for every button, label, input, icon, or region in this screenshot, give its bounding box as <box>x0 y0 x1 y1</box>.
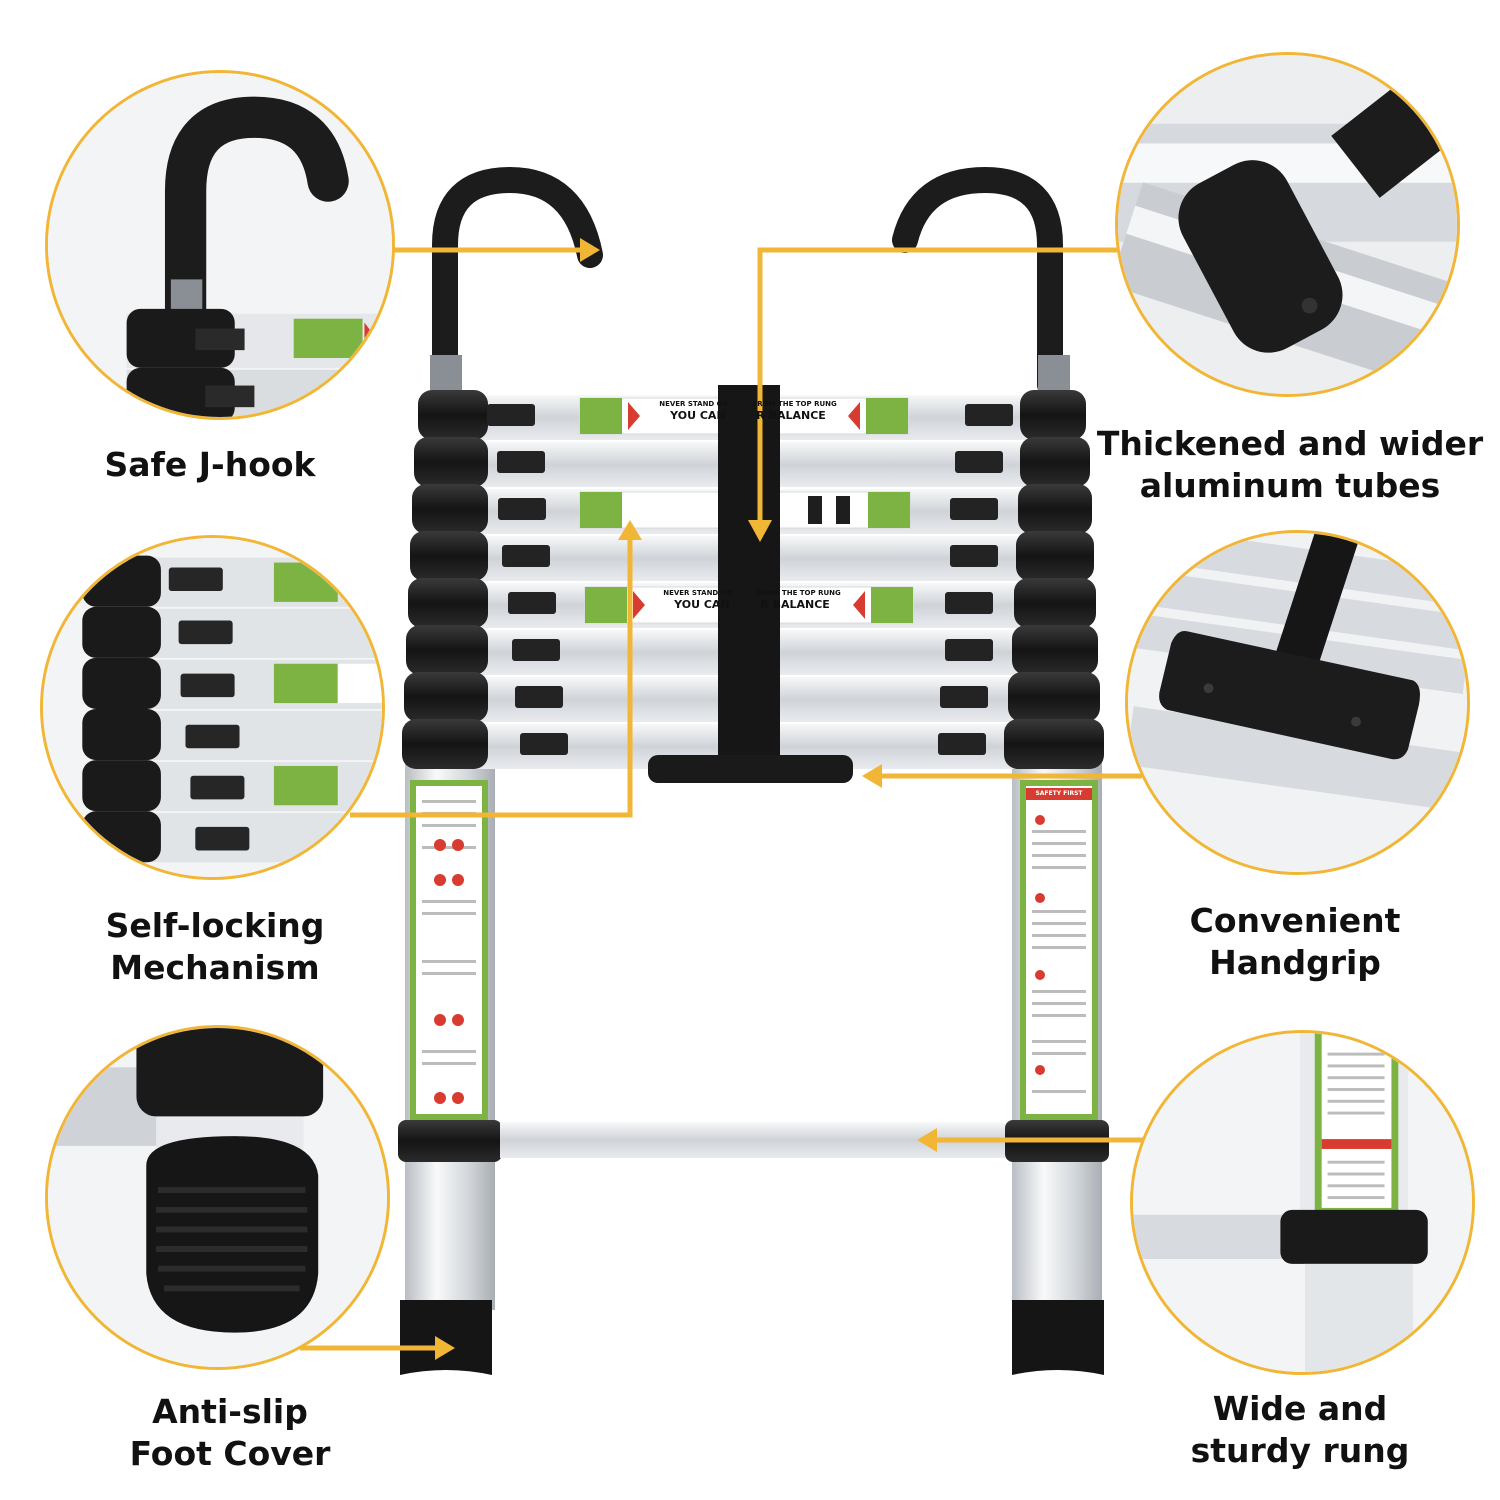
callout-rung <box>1130 1030 1475 1375</box>
handgrip <box>648 755 853 783</box>
label-aluminum-tubes: Thickened and wider aluminum tubes <box>1096 424 1484 505</box>
sticker-text-top: NEVER STAND OR FROM THE TOP RUNG YOU CAN… <box>659 400 837 422</box>
left-foot-cover <box>400 1300 492 1375</box>
sticker-text-safety: SAFETY FIRST <box>1035 790 1083 797</box>
label-handgrip: Convenient Handgrip <box>1189 901 1401 982</box>
j-hook-left <box>432 166 603 398</box>
right-foot-cover <box>1012 1300 1104 1375</box>
label-self-locking: Self-locking Mechanism <box>105 906 325 987</box>
label-rung: Wide and sturdy rung <box>1190 1389 1410 1470</box>
carry-strap <box>718 385 780 765</box>
sticker-text-lower: NEVER STAND OR FROM THE TOP RUNG YOU CAN… <box>663 589 841 611</box>
j-hook-right <box>892 166 1063 398</box>
label-safe-j-hook: Safe J-hook <box>104 445 316 484</box>
callout-j-hook <box>45 70 395 420</box>
callout-handgrip <box>1125 530 1470 875</box>
callout-self-locking <box>40 535 385 880</box>
label-foot-cover: Anti-slip Foot Cover <box>129 1392 331 1473</box>
callout-aluminum-tubes <box>1115 52 1460 397</box>
callout-foot-cover <box>45 1025 390 1370</box>
